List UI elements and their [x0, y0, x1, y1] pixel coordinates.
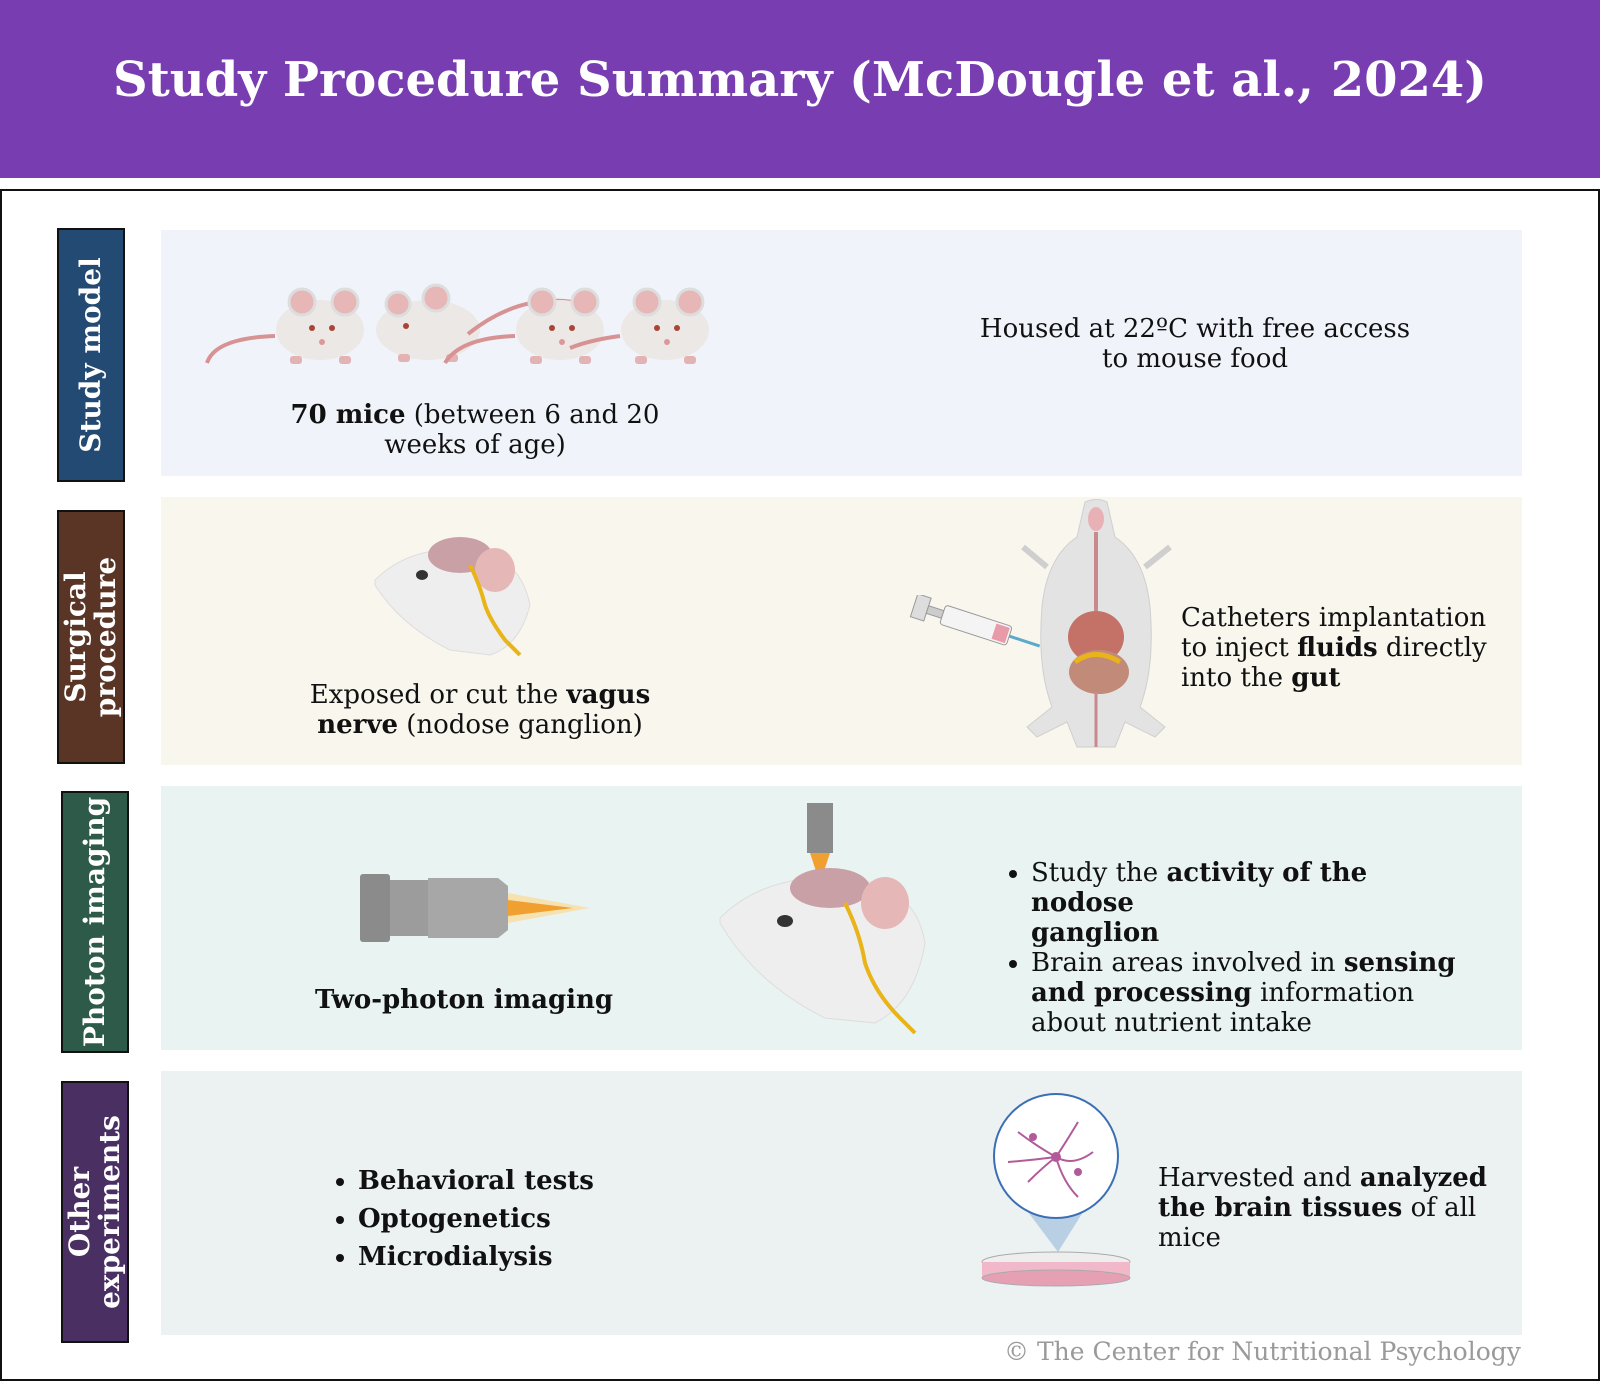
mice-age-part1: (between 6 and 20 — [405, 400, 660, 430]
harvested-text: Harvested and analyzed the brain tissues… — [1158, 1163, 1498, 1253]
panel-study-model — [161, 230, 1522, 476]
nerve-bold: nerve — [317, 710, 398, 740]
catheter-text: Catheters implantation to inject fluids … — [1181, 603, 1511, 693]
catheter-pre: to inject — [1181, 633, 1298, 663]
photon-b2-bold-1: sensing — [1343, 948, 1456, 978]
photon-b1-bold-1: activity of the nodose — [1031, 858, 1368, 918]
mice-count-text: 70 mice (between 6 and 20 weeks of age) — [255, 400, 695, 460]
panel-surgical — [161, 497, 1522, 765]
harvested-pre: Harvested and — [1158, 1163, 1360, 1193]
mouse-body-gut-icon — [1021, 499, 1172, 748]
housing-line-2: to mouse food — [1102, 344, 1288, 374]
photon-bullet-2: Brain areas involved in sensing and proc… — [1031, 948, 1473, 1038]
photon-b1-bold-2: ganglion — [1031, 918, 1160, 948]
harvested-post: of all — [1402, 1193, 1477, 1223]
vagus-text: Exposed or cut the vagus nerve (nodose g… — [300, 680, 660, 740]
photon-b2-bold-2: and processing — [1031, 978, 1252, 1008]
harvested-line-3: mice — [1158, 1223, 1221, 1253]
other-label-line-1: Other — [63, 1166, 96, 1258]
brain-tissue-petri-dish-icon — [981, 1093, 1131, 1287]
catheter-line-3-pre: into the — [1181, 663, 1292, 693]
analyzed-bold: analyzed — [1359, 1163, 1487, 1193]
other-item-3: Microdialysis — [358, 1238, 650, 1276]
row-label-photon: Photon imaging — [61, 791, 129, 1053]
two-photon-caption: Two-photon imaging — [315, 985, 615, 1015]
photon-b1-pre: Study the — [1031, 858, 1167, 888]
page-title: Study Procedure Summary (McDougle et al.… — [112, 52, 1488, 108]
two-photon-caption-text: Two-photon imaging — [315, 985, 614, 1015]
vagus-pre: Exposed or cut the — [309, 680, 567, 710]
housing-text: Housed at 22ºC with free access to mouse… — [960, 314, 1430, 374]
other-item-2: Optogenetics — [358, 1200, 650, 1238]
copyright-footer: © The Center for Nutritional Psychology — [1004, 1337, 1521, 1366]
photon-b2-pre: Brain areas involved in — [1031, 948, 1344, 978]
other-item-1: Behavioral tests — [358, 1162, 650, 1200]
photon-b2-line-3: about nutrient intake — [1031, 1008, 1312, 1038]
surgical-label: Surgical procedure — [59, 556, 122, 718]
row-label-surgical: Surgical procedure — [57, 510, 125, 764]
gut-bold: gut — [1291, 663, 1341, 693]
row-label-other: Other experiments — [61, 1081, 129, 1343]
mice-age-part2: weeks of age) — [384, 430, 566, 460]
mouse-head-imaging-icon — [719, 803, 926, 1035]
mouse-head-vagus-icon — [374, 537, 531, 657]
content-frame — [0, 189, 1600, 1381]
vagus-rest: (nodose ganglion) — [397, 710, 643, 740]
study-model-label: Study model — [74, 257, 107, 453]
other-label-line-2: experiments — [93, 1115, 126, 1309]
catheter-line-1: Catheters implantation — [1181, 603, 1487, 633]
header-banner: Study Procedure Summary (McDougle et al.… — [0, 0, 1600, 178]
catheter-post: directly — [1377, 633, 1487, 663]
brain-tissues-bold: the brain tissues — [1158, 1193, 1403, 1223]
photon-b2-post: information — [1251, 978, 1415, 1008]
microscope-objective-icon — [360, 874, 590, 942]
fluids-bold: fluids — [1297, 633, 1378, 663]
photon-bullets: Study the activity of the nodose ganglio… — [1003, 858, 1473, 1038]
mice-count-bold: 70 mice — [290, 400, 406, 430]
row-label-study-model: Study model — [57, 228, 125, 482]
other-experiments-list: Behavioral tests Optogenetics Microdialy… — [330, 1162, 650, 1276]
other-label: Other experiments — [63, 1115, 126, 1309]
surgical-label-line-2: procedure — [89, 556, 122, 718]
photon-bullet-1: Study the activity of the nodose ganglio… — [1031, 858, 1473, 948]
panel-other — [161, 1071, 1522, 1335]
surgical-label-line-1: Surgical — [59, 571, 92, 703]
photon-label: Photon imaging — [78, 796, 111, 1048]
mice-group-icon — [205, 283, 709, 365]
housing-line-1: Housed at 22ºC with free access — [979, 314, 1411, 344]
syringe-icon — [909, 595, 1041, 648]
vagus-bold: vagus — [566, 680, 651, 710]
